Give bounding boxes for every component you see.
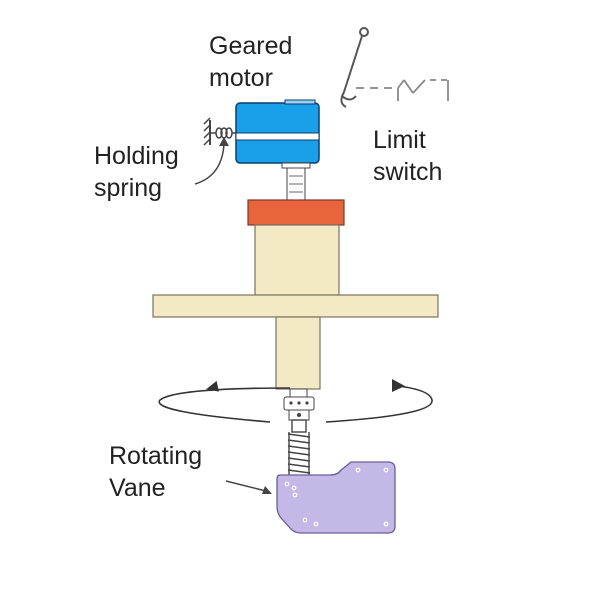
- spring-mount-wall: [203, 117, 211, 146]
- rotating-vane-label-line2: Vane: [109, 474, 166, 502]
- limit-switch-label-line2: switch: [373, 158, 443, 186]
- drive-coupling: [247, 199, 345, 226]
- shaft-housing: [275, 316, 321, 390]
- motor-shaft: [281, 162, 311, 201]
- limit-switch-contact: [356, 79, 449, 101]
- limit-switch-label: Limit switch: [373, 124, 442, 188]
- mounting-plate: [152, 294, 439, 318]
- rotating-vane-label-line1: Rotating: [109, 442, 203, 470]
- holding-spring-leader: [194, 137, 229, 185]
- vane-coupling: [283, 388, 315, 421]
- geared-motor-label: Geared motor: [209, 30, 292, 94]
- rotating-vane-paddle: [276, 461, 396, 534]
- holding-spring-label: Holding spring: [94, 140, 179, 204]
- vane-shaft-spring: [287, 419, 311, 475]
- holding-spring-label-line2: spring: [94, 174, 163, 202]
- holding-spring-label-line1: Holding: [94, 142, 179, 170]
- rotating-vane-label: Rotating Vane: [109, 440, 202, 504]
- geared-motor-label-line2: motor: [209, 64, 273, 92]
- rotating-vane-leader: [225, 480, 272, 494]
- limit-switch-lever: [340, 27, 369, 108]
- geared-motor-label-line1: Geared: [209, 32, 293, 60]
- rotation-arrow: [158, 379, 433, 423]
- housing-body: [254, 224, 340, 296]
- limit-switch-label-line1: Limit: [373, 126, 426, 154]
- holding-spring: [210, 127, 238, 139]
- geared-motor: [235, 99, 320, 164]
